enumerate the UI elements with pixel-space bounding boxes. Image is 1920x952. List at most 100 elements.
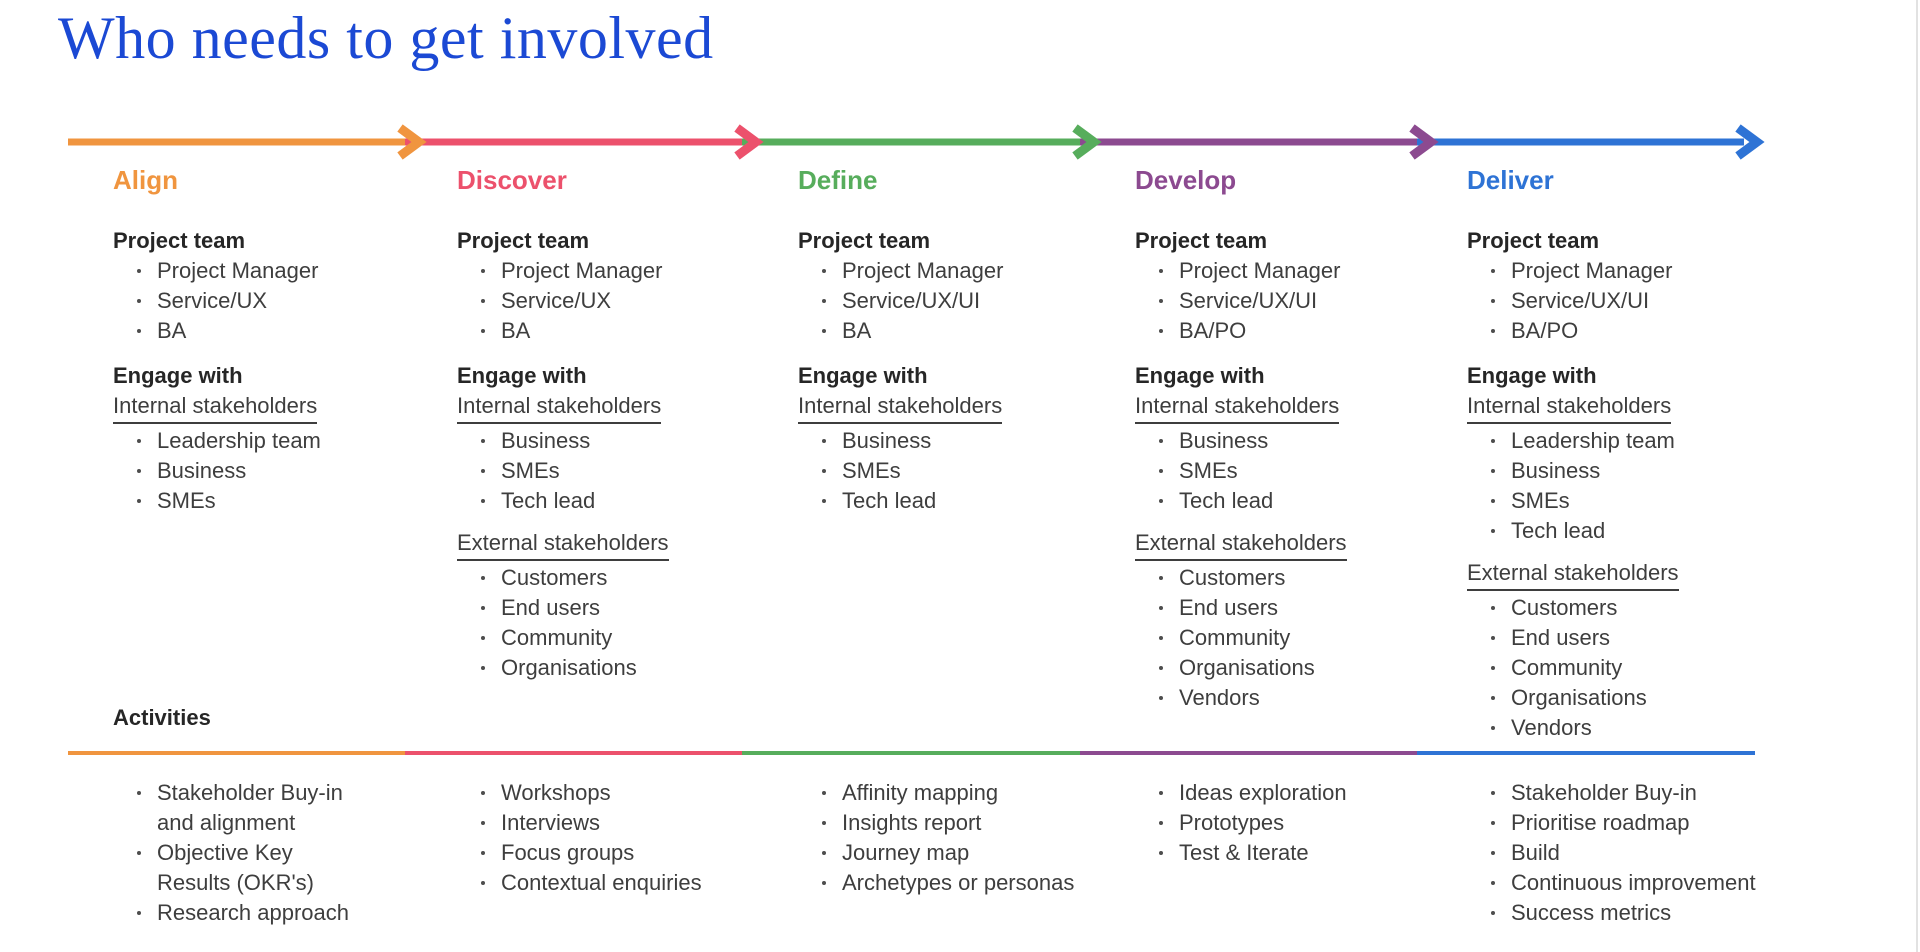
arrow-bar-discover [405, 138, 742, 146]
bullet-dot-icon [1159, 821, 1163, 825]
list-item: Stakeholder Buy-in [1467, 778, 1807, 808]
list-item: SMEs [798, 456, 1118, 486]
list-item-label: Leadership team [1511, 428, 1675, 453]
list-item: Archetypes or personas [798, 868, 1138, 898]
list-item-label: Customers [1179, 565, 1286, 590]
list-item-label: BA [501, 318, 531, 343]
bullet-dot-icon [481, 329, 485, 333]
bullet-dot-icon [1491, 329, 1495, 333]
engage-with-label: Engage with [1135, 363, 1265, 388]
list-item-label: Continuous improvement [1511, 870, 1756, 895]
list-item-label: Build [1511, 840, 1560, 865]
list-item: End users [1467, 623, 1787, 653]
external-stakeholders-label: External stakeholders [457, 528, 669, 561]
list-item-label: Affinity mapping [842, 780, 999, 805]
bullet-dot-icon [1491, 851, 1495, 855]
list-item: Service/UX/UI [1467, 286, 1787, 316]
arrow-head-icon [1409, 124, 1439, 160]
bullet-dot-icon [1491, 791, 1495, 795]
list-item-label: Archetypes or personas [842, 870, 1075, 895]
list-item: Community [1135, 623, 1455, 653]
list-item-label: Tech lead [842, 488, 937, 513]
bullet-dot-icon [1491, 299, 1495, 303]
list-item-label: SMEs [157, 488, 216, 513]
list-item: End users [1135, 593, 1455, 623]
project-team-label: Project team [113, 228, 246, 253]
bullet-dot-icon [481, 469, 485, 473]
list-item-label: Ideas exploration [1179, 780, 1347, 805]
bullet-dot-icon [1159, 851, 1163, 855]
bullet-dot-icon [1491, 469, 1495, 473]
arrow-bar-align [68, 138, 405, 146]
list-item-label: BA/PO [1511, 318, 1579, 343]
list-item-label: Tech lead [1179, 488, 1274, 513]
list-item-label: Test & Iterate [1179, 840, 1309, 865]
phase-heading: Define [798, 165, 878, 195]
bullet-dot-icon [481, 791, 485, 795]
list-item-label: Prioritise roadmap [1511, 810, 1690, 835]
bullet-dot-icon [481, 636, 485, 640]
bullet-dot-icon [481, 821, 485, 825]
external-stakeholders-label: External stakeholders [1135, 528, 1347, 561]
bullet-dot-icon [822, 329, 826, 333]
list-item-label: BA [157, 318, 187, 343]
list-item: SMEs [113, 486, 433, 516]
list-item-label: End users [1179, 595, 1279, 620]
bullet-dot-icon [822, 499, 826, 503]
internal-stakeholders-label: Internal stakeholders [1135, 391, 1340, 424]
list-item: Customers [1467, 593, 1787, 623]
list-item: SMEs [1135, 456, 1455, 486]
bullet-dot-icon [1491, 666, 1495, 670]
bullet-dot-icon [481, 299, 485, 303]
project-team-label: Project team [1135, 228, 1268, 253]
list-item: Service/UX [113, 286, 433, 316]
list-item-label: Business [157, 458, 247, 483]
list-item-label: Vendors [1179, 685, 1260, 710]
bullet-dot-icon [481, 851, 485, 855]
list-item: Stakeholder Buy-in and alignment [113, 778, 357, 838]
list-item: Organisations [1135, 653, 1455, 683]
list-item: Prototypes [1135, 808, 1475, 838]
list-item-label: Project Manager [157, 258, 319, 283]
bullet-dot-icon [1491, 606, 1495, 610]
list-item-label: Business [1179, 428, 1269, 453]
list-item: Prioritise roadmap [1467, 808, 1807, 838]
list-item-label: Research approach [157, 900, 350, 925]
list-item: Project Manager [1467, 256, 1787, 286]
bullet-dot-icon [481, 606, 485, 610]
project-team-label: Project team [1467, 228, 1600, 253]
bullet-dot-icon [822, 851, 826, 855]
engage-with-label: Engage with [457, 363, 587, 388]
activities-divider-segment [68, 751, 405, 755]
list-item-label: Community [1511, 655, 1623, 680]
list-item-label: End users [501, 595, 601, 620]
internal-stakeholders-label: Internal stakeholders [1467, 391, 1672, 424]
list-item-label: Contextual enquiries [501, 870, 702, 895]
list-item: Service/UX [457, 286, 777, 316]
list-item: Community [1467, 653, 1787, 683]
list-item: Continuous improvement [1467, 868, 1807, 898]
bullet-dot-icon [1159, 329, 1163, 333]
list-item-label: Business [501, 428, 591, 453]
list-item-label: Customers [1511, 595, 1618, 620]
list-item-label: Leadership team [157, 428, 321, 453]
list-item: Service/UX/UI [1135, 286, 1455, 316]
list-item-label: Workshops [501, 780, 611, 805]
list-item-label: Stakeholder Buy-in [1511, 780, 1697, 805]
list-item-label: End users [1511, 625, 1611, 650]
list-item: Leadership team [1467, 426, 1787, 456]
list-item: Organisations [457, 653, 777, 683]
list-item-label: Community [501, 625, 613, 650]
bullet-dot-icon [1159, 696, 1163, 700]
